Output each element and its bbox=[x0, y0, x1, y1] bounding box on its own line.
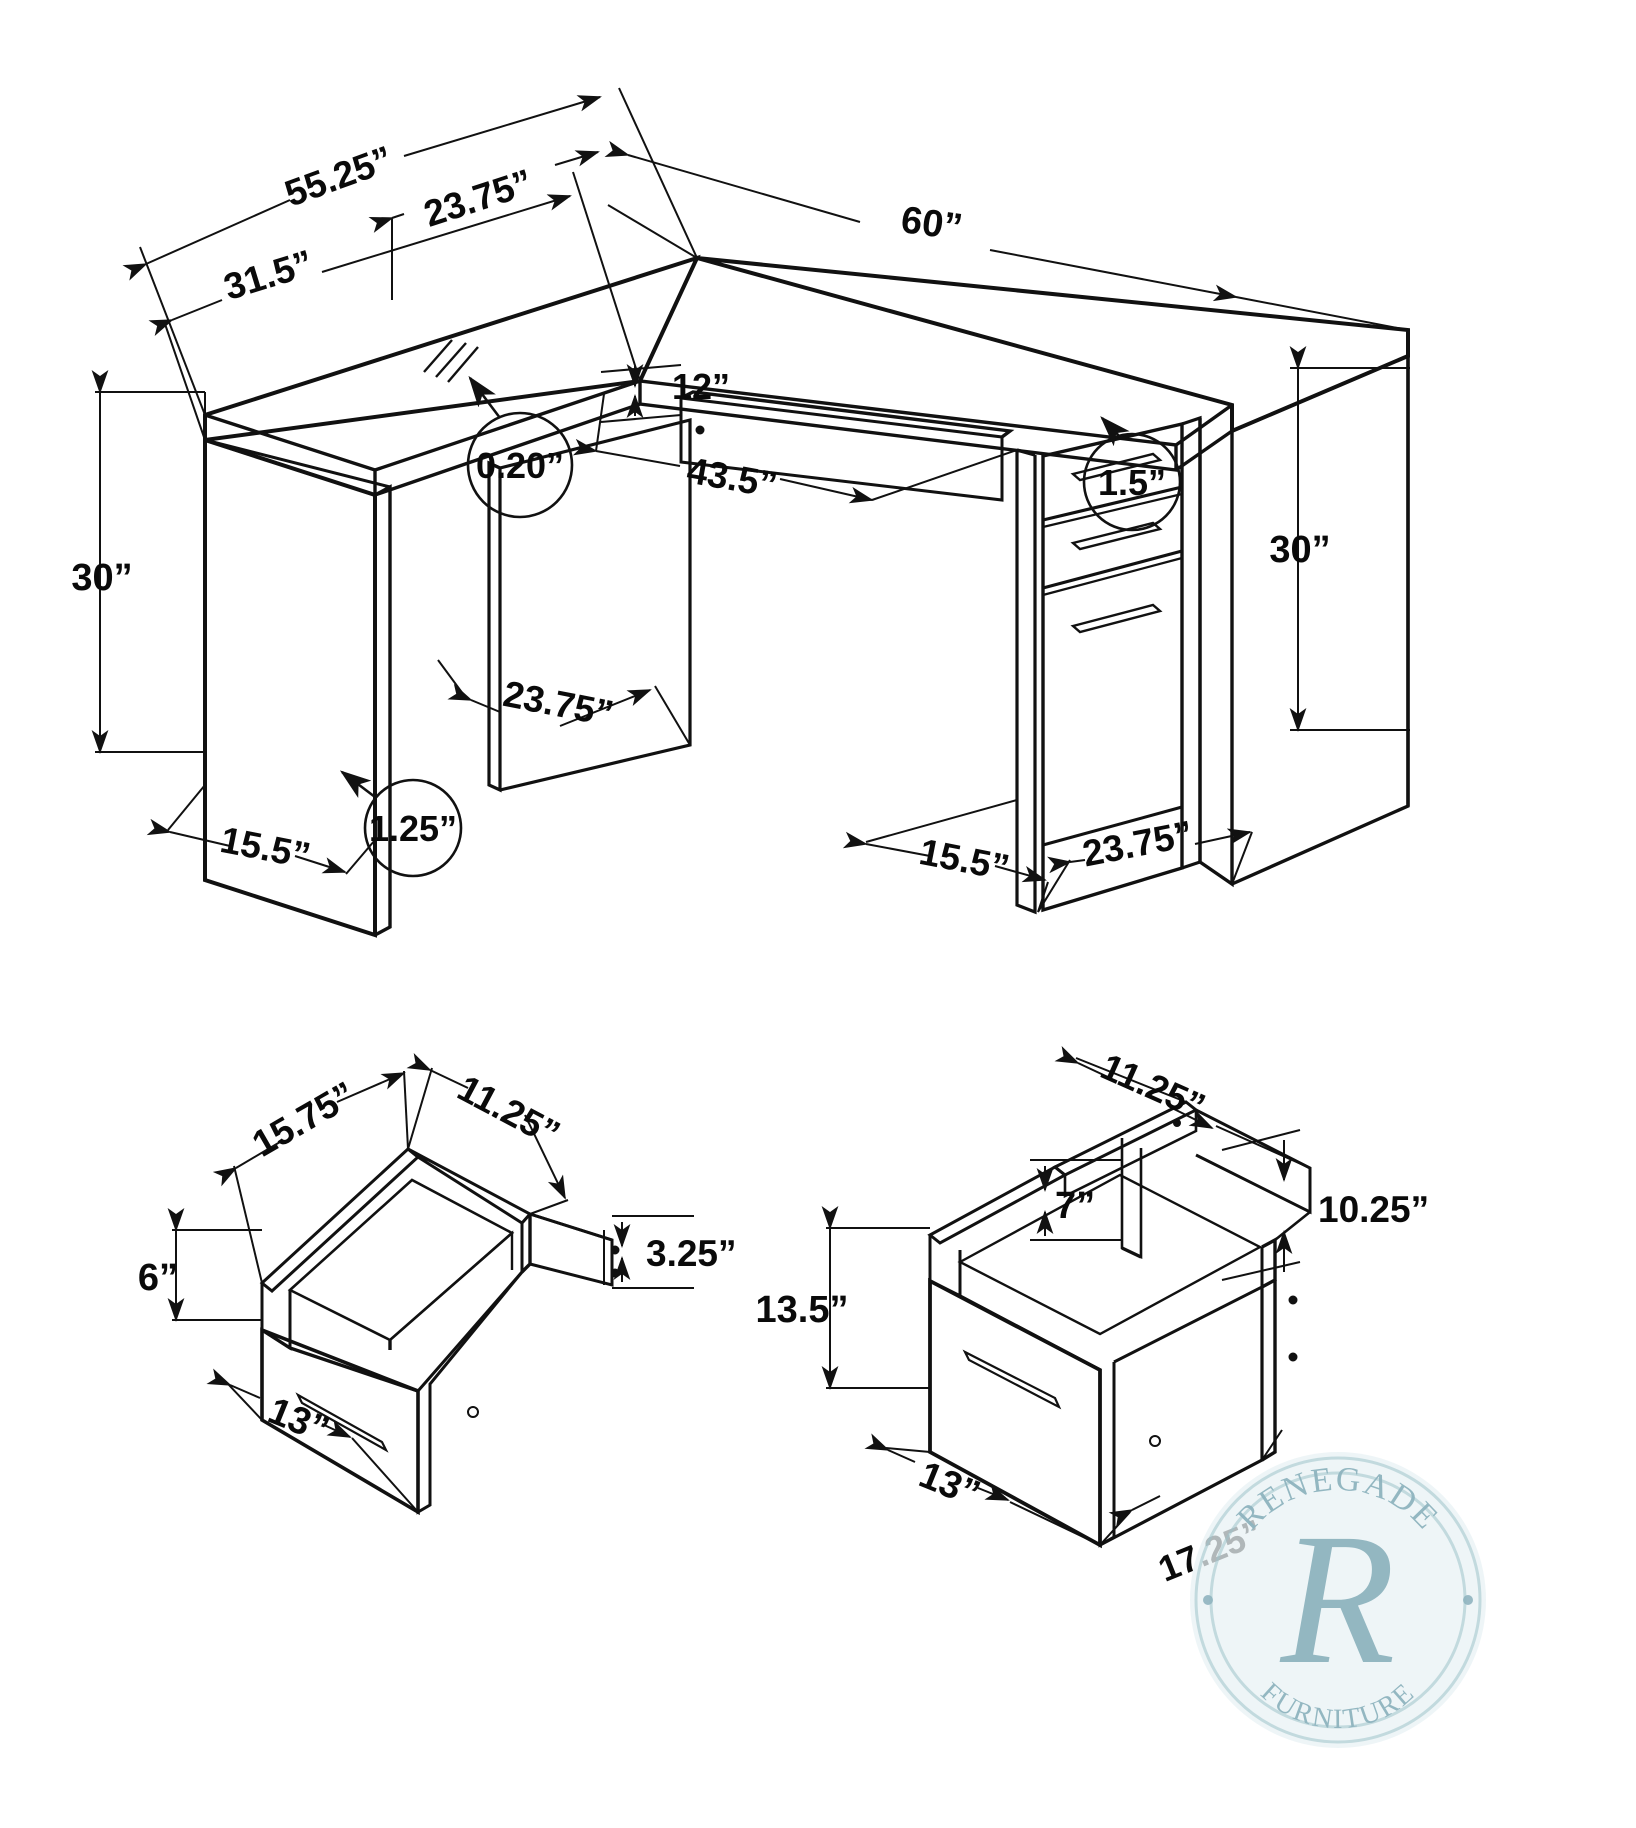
callout-bubbles bbox=[339, 375, 1182, 878]
dimension-labels: 55.25” 31.5” 23.75” 60” 12” 43.5” 30” 30… bbox=[71, 138, 1429, 1590]
dim-43-5: 43.5” bbox=[684, 450, 780, 506]
dim-13-small: 13” bbox=[262, 1390, 335, 1452]
dim-23-75-right: 23.75” bbox=[1079, 813, 1196, 874]
dim-30-right: 30” bbox=[1269, 529, 1330, 571]
callout-1-25: 1.25” bbox=[369, 808, 457, 849]
dimension-lines bbox=[91, 87, 1410, 1546]
file-drawer-hardware-icon bbox=[1149, 1119, 1298, 1447]
dim-12: 12” bbox=[672, 366, 730, 407]
drawer-pedestal bbox=[1015, 353, 1410, 915]
brand-watermark: RENEGADE FURNITURE R bbox=[1190, 1452, 1486, 1748]
dim-23-75-left-panel: 23.75” bbox=[500, 673, 617, 734]
callout-circle-glass bbox=[466, 411, 574, 519]
dim-15-75: 15.75” bbox=[245, 1074, 362, 1165]
small-drawer-pull-icon bbox=[295, 1392, 389, 1453]
dim-6: 6” bbox=[138, 1257, 178, 1299]
dim-11-25-small: 11.25” bbox=[451, 1067, 567, 1154]
desk-top-right bbox=[637, 256, 1410, 472]
callout-circle-side bbox=[363, 778, 463, 878]
callout-0-20: 0.20” bbox=[476, 445, 564, 486]
dim-13-file: 13” bbox=[913, 1454, 986, 1516]
dim-60: 60” bbox=[898, 199, 965, 249]
hardware-hole-icon bbox=[695, 425, 705, 435]
watermark-dot-right bbox=[1463, 1595, 1473, 1605]
dim-30-left: 30” bbox=[71, 557, 132, 599]
dim-15-5-right: 15.5” bbox=[916, 831, 1013, 889]
callout-1-5: 1.5” bbox=[1098, 462, 1166, 503]
callout-circle-top bbox=[1082, 432, 1182, 532]
small-drawer-box bbox=[259, 1147, 533, 1516]
dim-31-5: 31.5” bbox=[219, 242, 318, 308]
dim-7: 7” bbox=[1055, 1185, 1095, 1227]
left-end-panel bbox=[203, 437, 392, 938]
dim-55-25: 55.25” bbox=[280, 138, 398, 215]
dim-15-5-left: 15.5” bbox=[217, 819, 314, 877]
watermark-monogram: R bbox=[1279, 1494, 1396, 1703]
dim-13-5: 13.5” bbox=[756, 1289, 849, 1331]
watermark-dot-left bbox=[1203, 1595, 1213, 1605]
file-drawer-box bbox=[927, 1100, 1312, 1549]
dim-10-25: 10.25” bbox=[1318, 1189, 1429, 1230]
glass-reflection-icon bbox=[423, 339, 479, 383]
small-drawer-hardware-icon bbox=[467, 1245, 620, 1418]
dim-3-25: 3.25” bbox=[646, 1233, 737, 1274]
dim-11-25-file: 11.25” bbox=[1095, 1046, 1211, 1128]
file-drawer-pull-icon bbox=[962, 1349, 1062, 1410]
modesty-panel bbox=[679, 390, 1015, 502]
